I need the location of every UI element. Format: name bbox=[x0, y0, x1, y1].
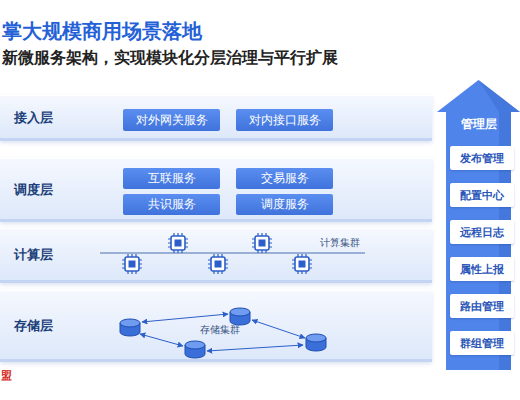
management-item: 远程日志 bbox=[450, 220, 514, 244]
service-name: 配置中心 bbox=[460, 188, 504, 203]
service-name: 对内接口服务 bbox=[249, 112, 321, 129]
layer-name: 接入层 bbox=[14, 109, 53, 127]
service-name: 发布管理 bbox=[460, 151, 504, 166]
management-item: 发布管理 bbox=[450, 146, 514, 170]
management-item: 群组管理 bbox=[450, 331, 514, 355]
title: 掌大规模商用场景落地 bbox=[2, 18, 202, 45]
service-name: 属性上报 bbox=[460, 262, 504, 277]
service-box: 共识服务 bbox=[123, 194, 220, 215]
service-name: 交易服务 bbox=[261, 170, 309, 187]
management-item: 属性上报 bbox=[450, 257, 514, 281]
service-name: 共识服务 bbox=[148, 196, 196, 213]
management-item: 路由管理 bbox=[450, 294, 514, 318]
layer-name: 管理层 bbox=[437, 116, 520, 133]
service-box: 对内接口服务 bbox=[236, 109, 333, 131]
layer-name: 计算层 bbox=[14, 246, 53, 264]
service-name: 群组管理 bbox=[460, 336, 504, 351]
layer-name: 调度层 bbox=[14, 181, 53, 199]
cluster-label: 计算集群 bbox=[320, 236, 360, 250]
service-box: 调度服务 bbox=[236, 194, 333, 215]
subtitle: 新微服务架构，实现模块化分层治理与平行扩展 bbox=[2, 48, 338, 69]
service-name: 路由管理 bbox=[460, 299, 504, 314]
management-item: 配置中心 bbox=[450, 183, 514, 207]
layer-band: 调度层 互联服务 交易服务共识服务 调度服务 bbox=[0, 158, 432, 222]
cluster-label: 存储集群 bbox=[200, 323, 240, 337]
service-box: 交易服务 bbox=[236, 168, 333, 189]
service-box: 互联服务 bbox=[123, 168, 220, 189]
watermark: 盟 bbox=[1, 368, 12, 383]
layer-name: 存储层 bbox=[14, 317, 53, 335]
layer-band: 计算层 bbox=[0, 228, 432, 283]
service-name: 调度服务 bbox=[261, 196, 309, 213]
layer-band: 接入层 对外网关服务 对内接口服务 bbox=[0, 95, 432, 141]
service-box: 对外网关服务 bbox=[123, 109, 220, 131]
management-arrow: 管理层发布管理配置中心远程日志属性上报路由管理群组管理 bbox=[437, 80, 520, 370]
service-name: 对外网关服务 bbox=[136, 112, 208, 129]
service-name: 远程日志 bbox=[460, 225, 504, 240]
service-name: 互联服务 bbox=[148, 170, 196, 187]
